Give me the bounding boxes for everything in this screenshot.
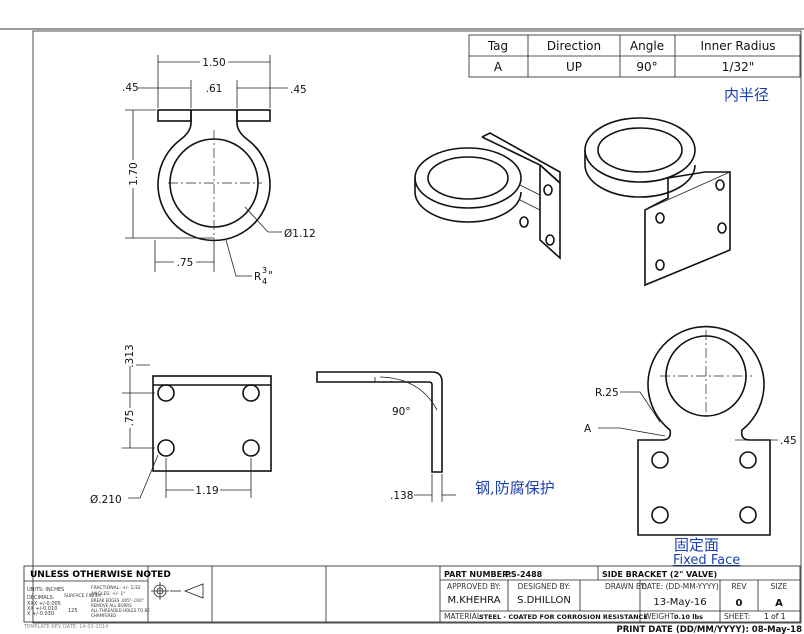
note-remove-burrs: REMOVE ALL BURRS: [91, 603, 132, 608]
angle-tolerance: ANGLES: +/- 1°: [91, 591, 126, 597]
weight-label: WEIGHT:: [644, 612, 676, 621]
note-break-edges: BREAK EDGES .005"-.010": [91, 598, 144, 603]
table-cell-tag: A: [494, 60, 503, 74]
dim-left-tab: .45: [122, 82, 139, 94]
sheet-value: 1 of 1: [764, 612, 786, 621]
third-angle-projection-icon: [151, 582, 204, 600]
approved-by-label: APPROVED BY:: [447, 582, 501, 591]
note-chamfered: CHAMFERED: [91, 613, 116, 618]
isometric-view-left: [414, 132, 561, 260]
rev-label: REV: [731, 582, 747, 591]
template-rev-date: TEMPLATE REV DATE: 14-03-2014: [23, 624, 108, 630]
dim-right-tab: .45: [290, 84, 307, 96]
front-view: .313 .75 Ø.210 1.19: [90, 342, 272, 506]
date-value: 13-May-16: [653, 597, 706, 608]
bend-table: Tag Direction Angle Inner Radius A UP 90…: [468, 34, 801, 78]
size-label: SIZE: [771, 582, 788, 591]
fixed-face-en-note: Fixed Face: [673, 553, 740, 568]
side-view: 90° .138: [316, 371, 456, 502]
material-value: STEEL - COATED FOR CORROSION RESISTANCE: [479, 613, 648, 621]
dim-bend-angle: 90°: [392, 406, 411, 418]
dim-center-offset: .75: [177, 257, 194, 269]
table-header-angle: Angle: [630, 39, 664, 53]
decimals-text: DECIMALS:: [27, 595, 55, 601]
fixed-face-view: R.25 A .45: [584, 325, 797, 536]
title-block: UNLESS OTHERWISE NOTED UNITS: INCHES DEC…: [23, 565, 802, 634]
designed-by-value: S.DHILLON: [517, 595, 571, 606]
note-threaded-holes: ALL THREADED HOLES TO BE: [91, 608, 150, 613]
dim-overall-width: 1.50: [202, 57, 225, 69]
units-text: UNITS: INCHES: [27, 587, 64, 593]
table-header-direction: Direction: [547, 39, 601, 53]
dim-fillet-radius: R.25: [595, 387, 619, 399]
sheet-label: SHEET:: [724, 612, 750, 621]
tag-label-a: A: [584, 423, 592, 435]
drawn-by-label: DRAWN BY:: [605, 582, 647, 591]
inner-radius-cn-note: 内半径: [724, 86, 769, 104]
dim-height: 1.70: [128, 162, 140, 185]
surface-finish-label: SURFACE FINISH: [64, 593, 101, 599]
approved-by-value: M.KHEHRA: [447, 595, 500, 606]
fractional-tolerance: FRACTIONAL: +/- 1/32: [91, 585, 141, 591]
material-label: MATERIAL:: [444, 612, 484, 621]
dim-hole-diameter: Ø.210: [90, 494, 122, 506]
dim-radius-prefix: R: [254, 271, 261, 283]
size-value: A: [775, 598, 783, 609]
dim-radius-den: 4: [262, 277, 267, 286]
table-cell-direction: UP: [566, 60, 582, 74]
decimals-x: X +/-0.030: [27, 611, 54, 617]
designed-by-label: DESIGNED BY:: [518, 582, 571, 591]
dim-hole-spacing-v: .75: [124, 410, 136, 427]
print-date: PRINT DATE (DD/MM/YYYY): 08-May-18: [616, 625, 802, 634]
dim-center-gap: .61: [206, 83, 223, 95]
weight-value: 0.10 lbs: [674, 613, 703, 621]
dim-radius-num: 3: [262, 266, 267, 275]
date-label: DATE: (DD-MM-YYYY): [641, 582, 719, 591]
table-cell-inner-radius: 1/32": [722, 60, 754, 74]
drawing-border: [32, 30, 802, 624]
part-title: SIDE BRACKET (2" VALVE): [602, 570, 717, 579]
part-number-value: PS-2488: [505, 570, 543, 579]
dim-top-strip: .313: [124, 344, 136, 367]
table-header-inner-radius: Inner Radius: [700, 39, 775, 53]
decimals-xx: XX +/-0.010: [27, 606, 57, 612]
top-view: 1.50 .45 .61 .45 1.70 .75 Ø1.12 R 3 4 ": [122, 55, 316, 286]
steel-cn-note: 钢,防腐保护: [475, 479, 555, 497]
dim-radius-unit: ": [268, 270, 273, 282]
fixed-face-cn-note: 固定面: [674, 536, 719, 554]
dim-thickness: .138: [390, 490, 413, 502]
rev-value: 0: [736, 598, 743, 609]
dim-right-tab-b: .45: [780, 435, 797, 447]
part-number-label: PART NUMBER:: [444, 570, 511, 579]
dim-inner-diameter: Ø1.12: [284, 228, 316, 240]
surface-finish-value: 125: [68, 608, 78, 614]
decimals-xxx: XXX +/-0.005: [27, 601, 61, 607]
unless-noted-label: UNLESS OTHERWISE NOTED: [30, 570, 171, 580]
isometric-view-right: [584, 117, 731, 287]
table-header-tag: Tag: [487, 39, 508, 53]
dim-hole-spacing-h: 1.19: [195, 485, 218, 497]
table-cell-angle: 90°: [636, 60, 657, 74]
